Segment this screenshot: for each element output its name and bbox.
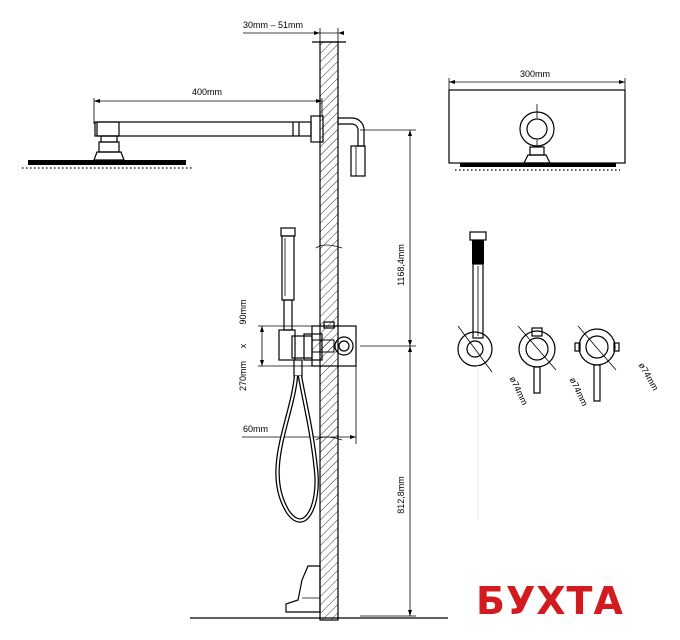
diameter-label-3: ø74mm: [637, 361, 661, 392]
diameter-label-2: ø74mm: [568, 376, 590, 408]
box-size-dimensions: 90mm x 270mm: [238, 299, 312, 391]
hand-shower-side: [278, 227, 313, 377]
concealed-mixer-box: [303, 321, 357, 367]
diameter-labels: ø74mm ø74mm ø74mm: [508, 361, 661, 408]
depth-label: 60mm: [243, 424, 268, 434]
box-x-label: x: [238, 343, 248, 348]
inlet-elbow: [337, 117, 366, 177]
bath-spout-side: [285, 565, 321, 613]
height-upper-label: 1168,4mm: [396, 244, 406, 286]
rain-shower-head: [22, 135, 192, 169]
depth-dimension: 60mm: [242, 366, 357, 444]
height-dimensions: 1168,4mm 812,8mm: [360, 129, 416, 617]
diameter-label-1: ø74mm: [508, 375, 530, 407]
wall-section: [312, 41, 346, 621]
shower-arm: [94, 115, 324, 143]
valve-right: [574, 325, 620, 402]
height-lower-label: 812,8mm: [396, 476, 406, 514]
head-width-label: 300mm: [520, 69, 550, 79]
watermark-logo: БУХТА: [476, 579, 624, 623]
box-width-label: 270mm: [238, 361, 248, 391]
valve-middle: [517, 325, 557, 394]
arm-length-label: 400mm: [192, 87, 222, 97]
rain-head-front: 300mm: [448, 69, 626, 171]
hand-shower-front: [457, 231, 493, 520]
box-height-label: 90mm: [238, 299, 248, 324]
arm-length-dimension: 400mm: [93, 87, 323, 124]
wall-thickness-label: 30mm – 51mm: [243, 20, 303, 30]
hose-side: [275, 375, 319, 523]
wall-thickness-dimension: 30mm – 51mm: [243, 20, 344, 44]
